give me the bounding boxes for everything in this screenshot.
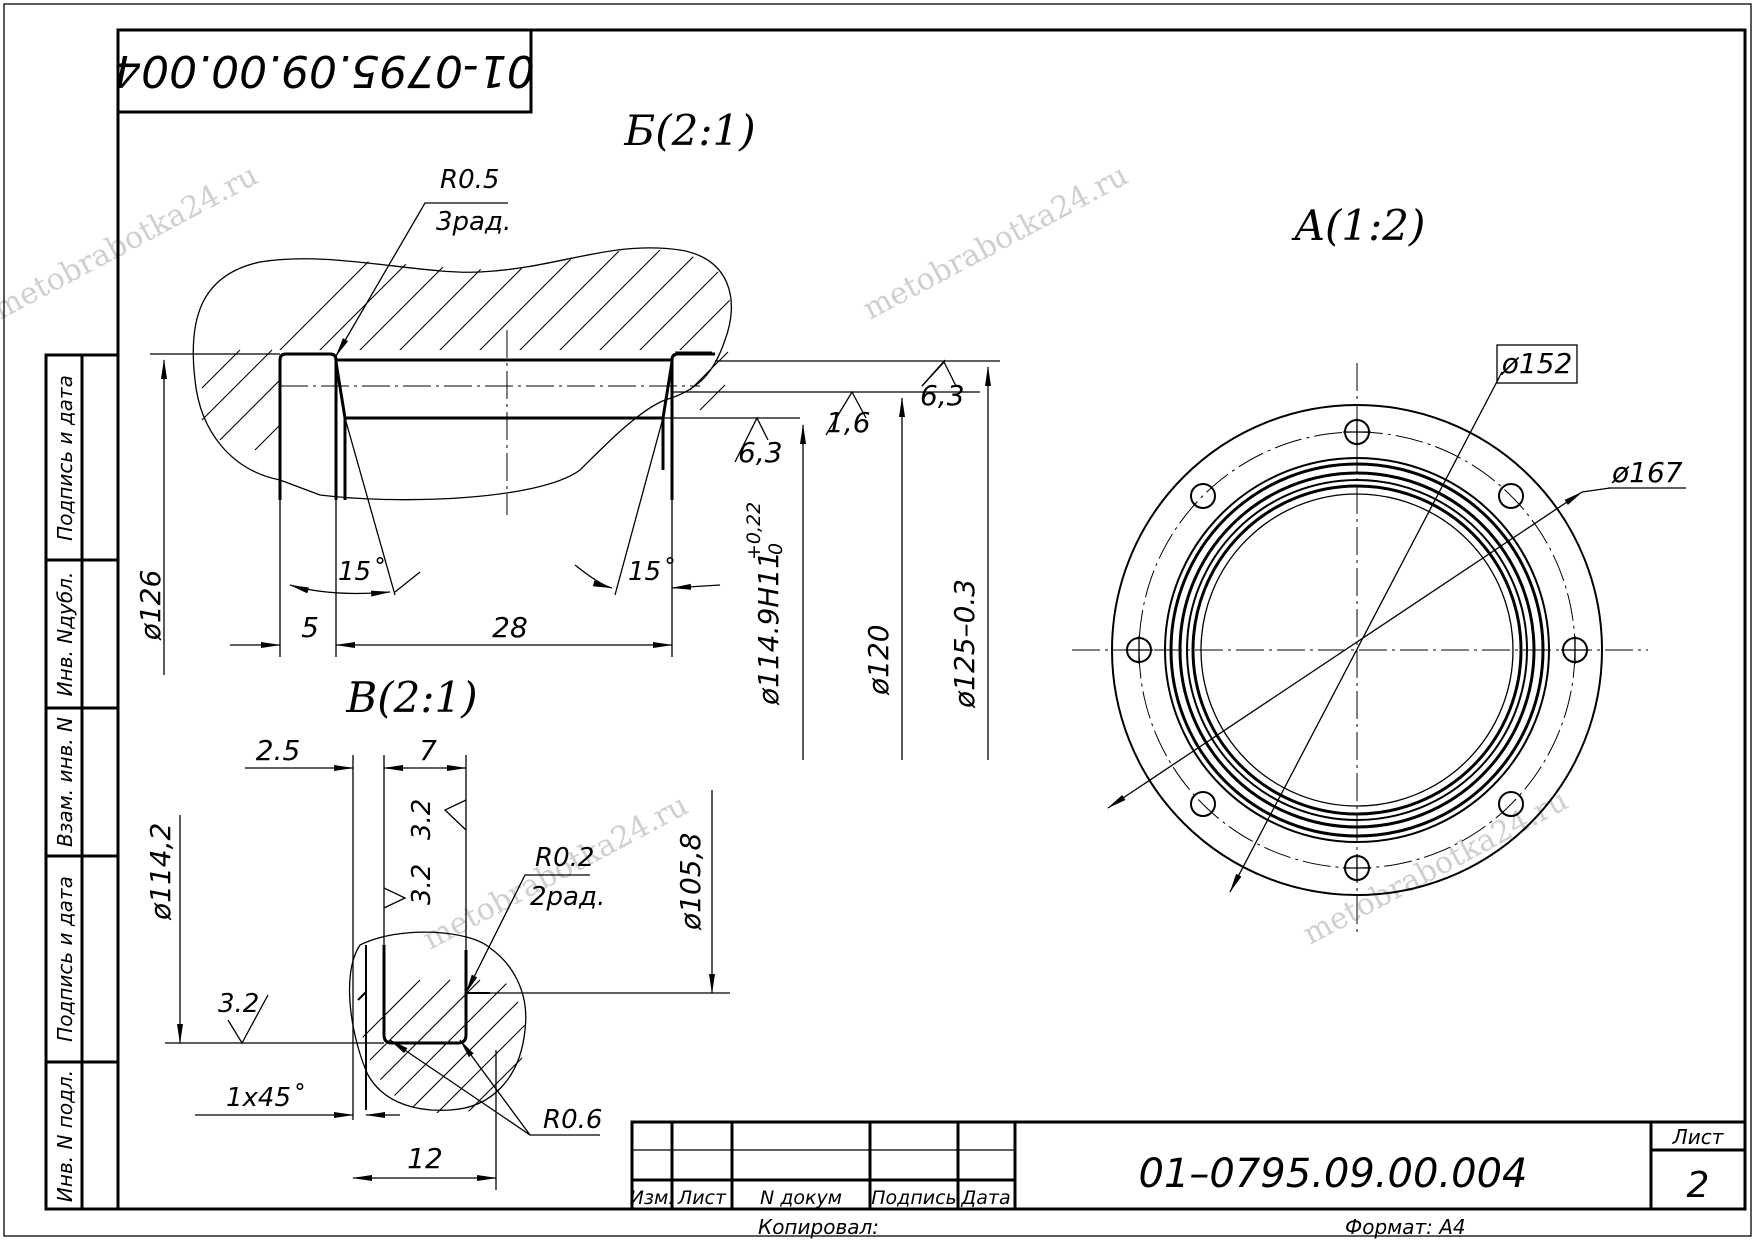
side-label-dup-inv: Инв. Nдубл. xyxy=(53,572,77,697)
svg-text:ø125–0.3: ø125–0.3 xyxy=(948,579,981,709)
col-list: Лист xyxy=(677,1187,727,1209)
svg-text:ø105,8: ø105,8 xyxy=(674,833,707,931)
svg-text:1,6: 1,6 xyxy=(826,406,871,439)
view-b-dimensions: R0.5 3рад. ø126 5 28 15˚ 15˚ 6,3 1,6 xyxy=(134,165,1000,760)
side-strip: Подпись и дата Инв. Nдубл. Взам. инв. N … xyxy=(44,353,120,1211)
svg-text:3.2: 3.2 xyxy=(407,799,437,840)
svg-text:ø152: ø152 xyxy=(1501,347,1573,380)
svg-text:2.5: 2.5 xyxy=(256,734,301,767)
view-b-hatching xyxy=(198,249,731,350)
title-doc-number: 01–0795.09.00.004 xyxy=(1139,1151,1528,1197)
svg-text:3.2: 3.2 xyxy=(407,864,437,905)
svg-text:5: 5 xyxy=(301,611,319,644)
view-v-section xyxy=(357,945,490,1110)
svg-text:15˚: 15˚ xyxy=(338,557,384,587)
svg-text:+0,22: +0,22 xyxy=(743,502,765,560)
svg-text:3.2: 3.2 xyxy=(218,989,259,1019)
title-block: Изм. Лист N докум Подпись Дата 01–0795.0… xyxy=(630,1120,1747,1239)
svg-text:R0.2: R0.2 xyxy=(535,843,594,873)
watermark-text: metobrabotka24.ru xyxy=(857,158,1133,327)
view-b-break-outline xyxy=(192,247,732,501)
sheet-number: 2 xyxy=(1687,1165,1710,1206)
svg-text:R0.6: R0.6 xyxy=(543,1105,602,1135)
view-a-dimensions: ø152 ø167 xyxy=(1107,344,1686,893)
inner-frame xyxy=(116,28,1747,1211)
svg-text:6,3: 6,3 xyxy=(920,379,965,412)
svg-text:0: 0 xyxy=(765,543,787,555)
view-v-hatching xyxy=(357,979,526,1114)
view-b-section xyxy=(278,330,715,515)
col-izm: Изм. xyxy=(630,1187,675,1209)
sheet-label: Лист xyxy=(1672,1125,1725,1149)
watermark-group: metobrabotka24.ru metobrabotka24.ru meto… xyxy=(0,158,1574,957)
svg-text:15˚: 15˚ xyxy=(628,557,674,587)
svg-text:ø126: ø126 xyxy=(134,570,167,642)
side-label-repl-inv: Взам. инв. N xyxy=(53,717,77,847)
svg-text:7: 7 xyxy=(419,734,437,767)
svg-text:6,3: 6,3 xyxy=(738,436,783,469)
rotated-doc-number: 01-0795.09.00.004 xyxy=(113,45,535,96)
svg-text:1x45˚: 1x45˚ xyxy=(226,1083,304,1113)
svg-text:2рад.: 2рад. xyxy=(530,882,605,912)
view-a-flange xyxy=(1072,363,1648,937)
view-v-dimensions: 2.5 7 3.2 3.2 R0.2 2рад. ø114,2 ø105,8 3… xyxy=(144,734,730,1190)
svg-text:28: 28 xyxy=(492,611,528,644)
view-a-title: A(1:2) xyxy=(1291,201,1426,250)
format-label: Формат: А4 xyxy=(1345,1215,1466,1239)
col-data: Дата xyxy=(960,1187,1010,1209)
side-label-orig-inv: Инв. N подл. xyxy=(53,1070,77,1202)
svg-text:ø120: ø120 xyxy=(862,624,895,696)
col-ndoc: N докум xyxy=(760,1187,842,1209)
svg-text:ø114.9H11: ø114.9H11 xyxy=(752,551,785,706)
rotated-stamp-box xyxy=(116,28,533,114)
view-v-title: B(2:1) xyxy=(345,673,477,722)
watermark-text: metobrabotka24.ru xyxy=(0,158,264,327)
col-podpis: Подпись xyxy=(871,1187,956,1209)
outer-frame xyxy=(3,3,1752,1237)
svg-text:ø167: ø167 xyxy=(1611,456,1683,489)
svg-text:12: 12 xyxy=(407,1142,443,1175)
copied-label: Копировал: xyxy=(758,1215,879,1239)
side-label-sign-date-1: Подпись и дата xyxy=(53,375,77,541)
svg-text:R0.5: R0.5 xyxy=(440,165,499,195)
view-b-title: Б(2:1) xyxy=(623,106,755,155)
svg-text:3рад.: 3рад. xyxy=(436,207,511,237)
side-label-sign-date-2: Подпись и дата xyxy=(53,876,77,1042)
svg-text:ø114,2: ø114,2 xyxy=(144,823,177,921)
